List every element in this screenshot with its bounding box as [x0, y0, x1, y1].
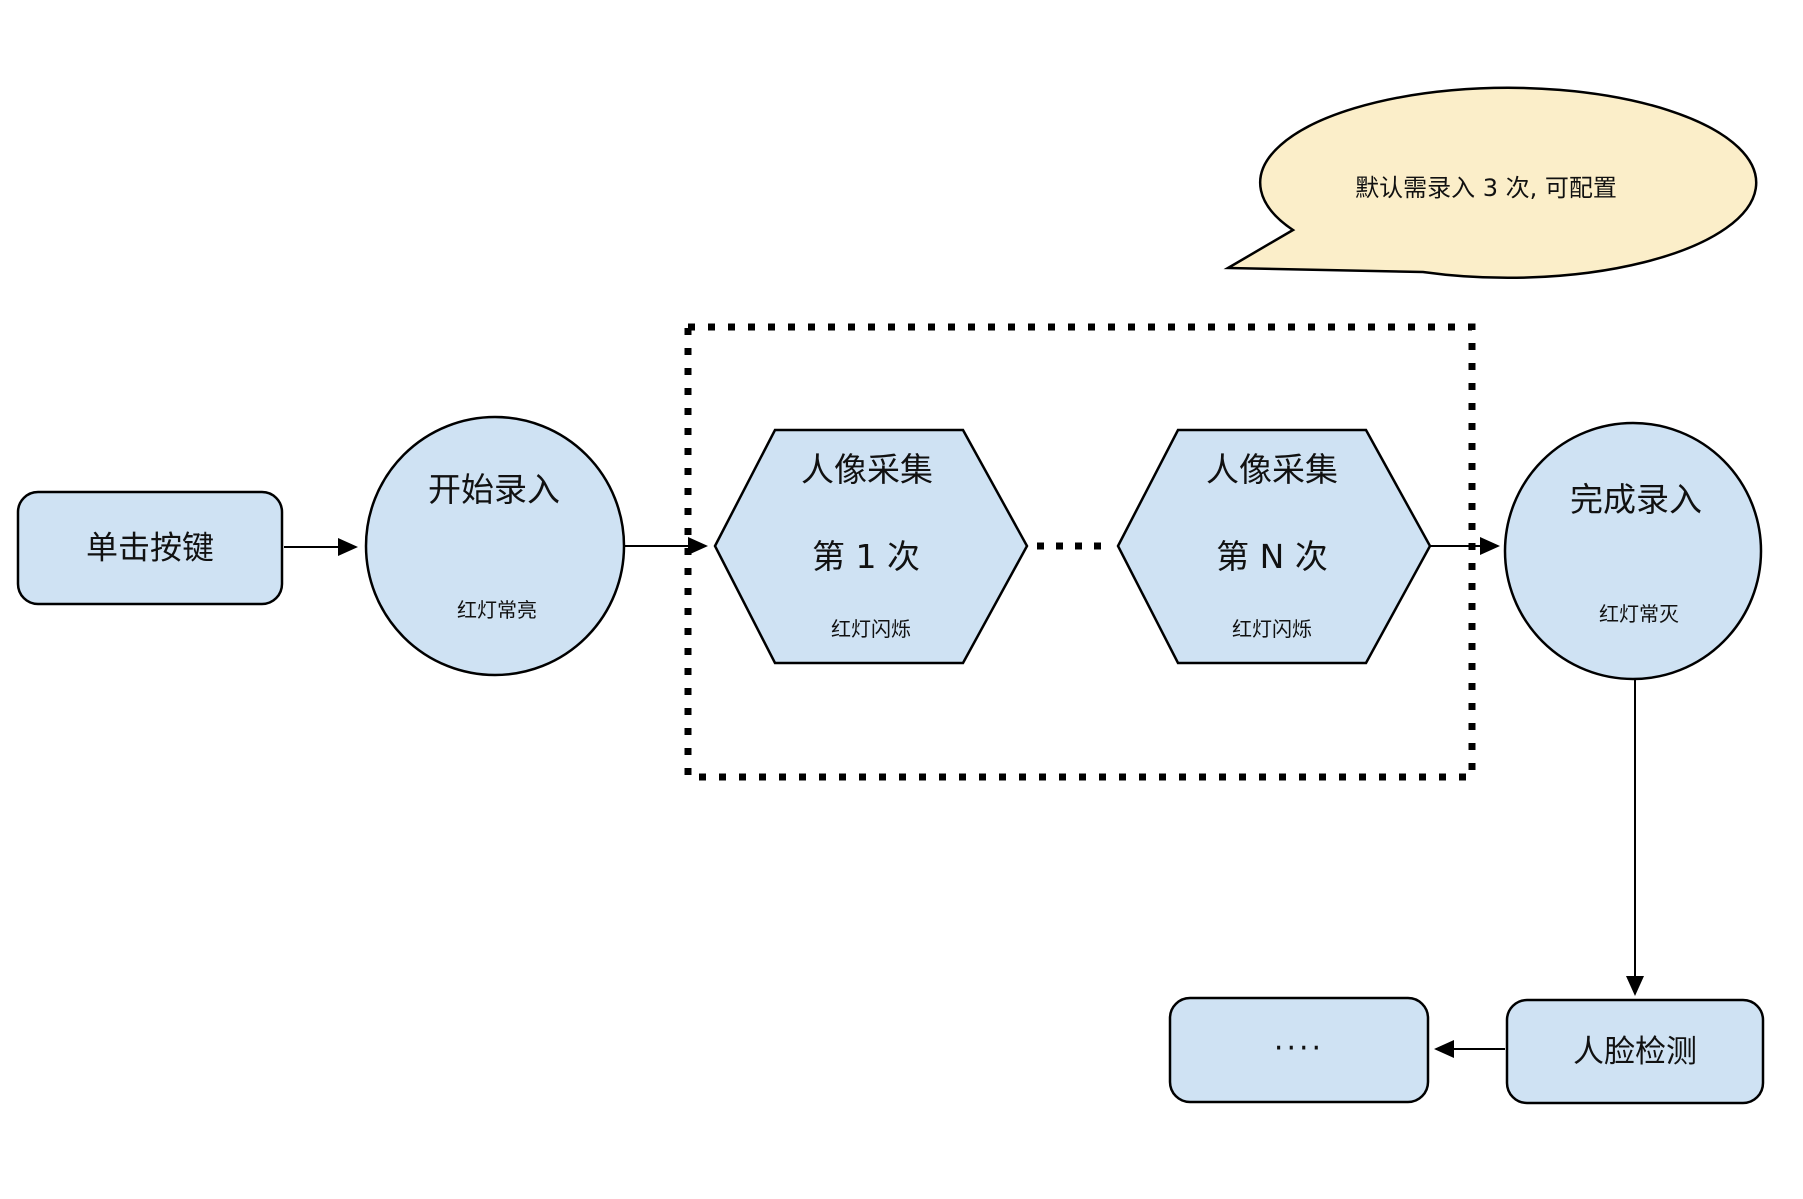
- ellipsis-next-node: [1168, 996, 1430, 1104]
- capture-nth-title: 人像采集: [1206, 449, 1338, 489]
- start-entry-status: 红灯常亮: [457, 598, 537, 622]
- finish-entry-status: 红灯常灭: [1599, 602, 1679, 626]
- capture-nth-status: 红灯闪烁: [1232, 617, 1312, 641]
- start-entry-label: 开始录入: [428, 469, 560, 509]
- capture-first-status: 红灯闪烁: [831, 617, 911, 641]
- click-button-label: 单击按键: [85, 528, 215, 567]
- annotation-bubble-text: 默认需录入 3 次, 可配置: [1355, 173, 1617, 202]
- capture-first-node: [713, 428, 1029, 665]
- click-button-node: [16, 490, 284, 606]
- capture-first-title: 人像采集: [801, 449, 933, 489]
- capture-nth-subtitle: 第 N 次: [1216, 536, 1328, 576]
- finish-entry-label: 完成录入: [1570, 479, 1702, 519]
- capture-nth-node: [1116, 428, 1432, 665]
- annotation-bubble: [1223, 86, 1758, 280]
- face-detection-label: 人脸检测: [1573, 1033, 1697, 1070]
- finish-entry-node: [1503, 421, 1763, 681]
- capture-first-subtitle: 第 1 次: [812, 536, 920, 576]
- start-entry-node: [364, 415, 626, 677]
- face-detection-node: [1505, 998, 1765, 1105]
- ellipsis-next-label: ....: [1273, 1022, 1325, 1058]
